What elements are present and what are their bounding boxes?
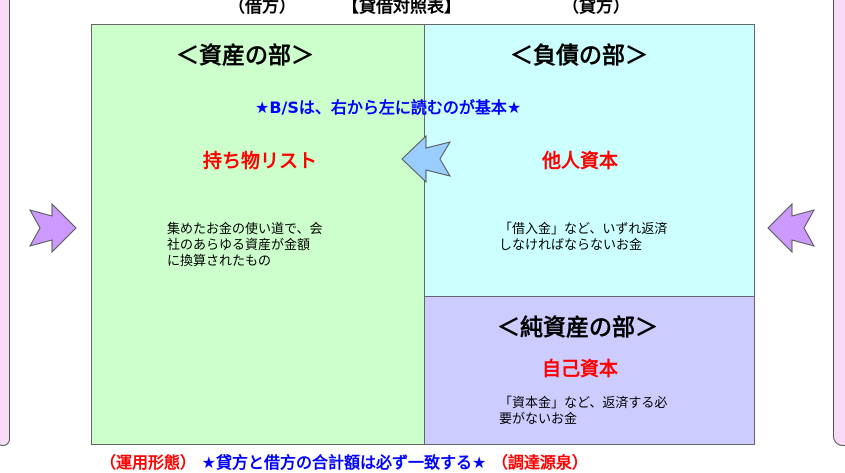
reading-note: ★B/Sは、右から左に読むのが基本★ <box>255 98 522 117</box>
equity-title: ＜純資産の部＞ <box>497 315 658 341</box>
assets-description: 集めたお金の使い道で、会 社のあらゆる資産が金額 に換算されたもの <box>167 222 323 269</box>
equity-subtitle: 自己資本 <box>542 358 619 380</box>
liabilities-section <box>424 24 755 297</box>
arrow-left-icon <box>767 202 816 254</box>
assets-section <box>91 24 425 445</box>
footer: （運用形態） ★貸方と借方の合計額は必ず一致する★ （調達源泉） <box>100 449 588 473</box>
footer-left-label: （運用形態） <box>100 453 197 472</box>
arrow-left-icon <box>401 134 452 184</box>
liabilities-title: ＜負債の部＞ <box>510 43 648 69</box>
liabilities-description: 「借入金」など、いずれ返済 しなければならないお金 <box>499 222 668 253</box>
equity-description: 「資本金」など、返済する必 要がないお金 <box>499 396 668 427</box>
arrow-right-icon <box>28 202 77 254</box>
footer-middle-note: ★貸方と借方の合計額は必ず一致する★ <box>201 453 487 472</box>
equity-section <box>424 296 755 445</box>
debit-label: （借方） <box>228 0 296 17</box>
balance-sheet-title: 【貸借対照表】 <box>342 0 461 17</box>
left-side-panel <box>0 0 10 446</box>
credit-label: （貸方） <box>562 0 630 17</box>
liabilities-subtitle: 他人資本 <box>542 150 619 172</box>
assets-subtitle: 持ち物リスト <box>203 150 318 172</box>
footer-right-label: （調達源泉） <box>491 453 588 472</box>
right-side-panel <box>833 0 845 446</box>
assets-title: ＜資産の部＞ <box>176 43 314 69</box>
